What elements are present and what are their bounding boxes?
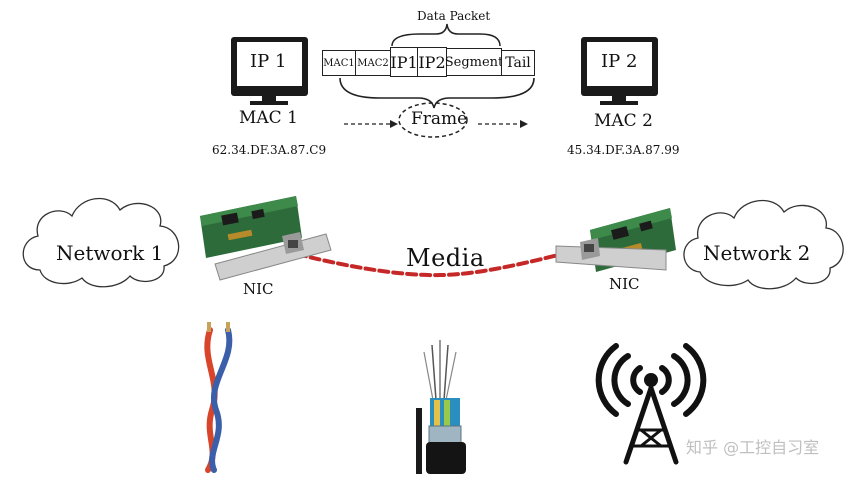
packet-field-tail: Tail [501,50,535,76]
media-cable [295,245,591,278]
host-1-mac-address: 62.34.DF.3A.87.C9 [212,143,327,157]
monitor-left-icon [231,37,308,105]
twisted-pair-cable-icon [204,322,233,473]
host-2-mac-label: MAC 2 [594,111,653,131]
packet-field-mac1: MAC1 [322,50,356,76]
network-2-label: Network 2 [703,241,811,265]
nic-right-label: NIC [609,275,640,293]
packet-field-ip1: IP1 [390,47,418,77]
frame-ellipse [398,102,468,138]
monitor-right-icon [581,37,658,105]
host-1-mac-label: MAC 1 [239,108,298,128]
watermark: 知乎 @工控自习室 [686,438,820,457]
host-2-ip-label: IP 2 [601,51,638,72]
data-packet-title: Data Packet [417,9,491,23]
host-1-ip-label: IP 1 [250,51,287,72]
media-label: Media [406,244,485,272]
nic-left-label: NIC [243,280,274,298]
packet-field-mac2: MAC2 [355,50,391,76]
nic-card-left-icon [200,196,332,281]
host-2-mac-address: 45.34.DF.3A.87.99 [567,143,680,157]
frame-label: Frame [411,109,468,129]
frame-brace [339,77,535,109]
cloud-network-2 [683,199,844,290]
fiber-optic-cable-icon [416,340,466,474]
frame-arrow-right-head [520,120,528,128]
nic-card-right-icon [555,208,676,272]
network-1-label: Network 1 [56,241,164,265]
wireless-tower-icon [595,343,707,465]
packet-field-segment: Segment [445,48,503,76]
data-packet-brace [391,23,501,47]
frame-arrow-left-head [390,120,398,128]
packet-field-ip2: IP2 [417,47,447,77]
cloud-network-1 [22,197,180,288]
